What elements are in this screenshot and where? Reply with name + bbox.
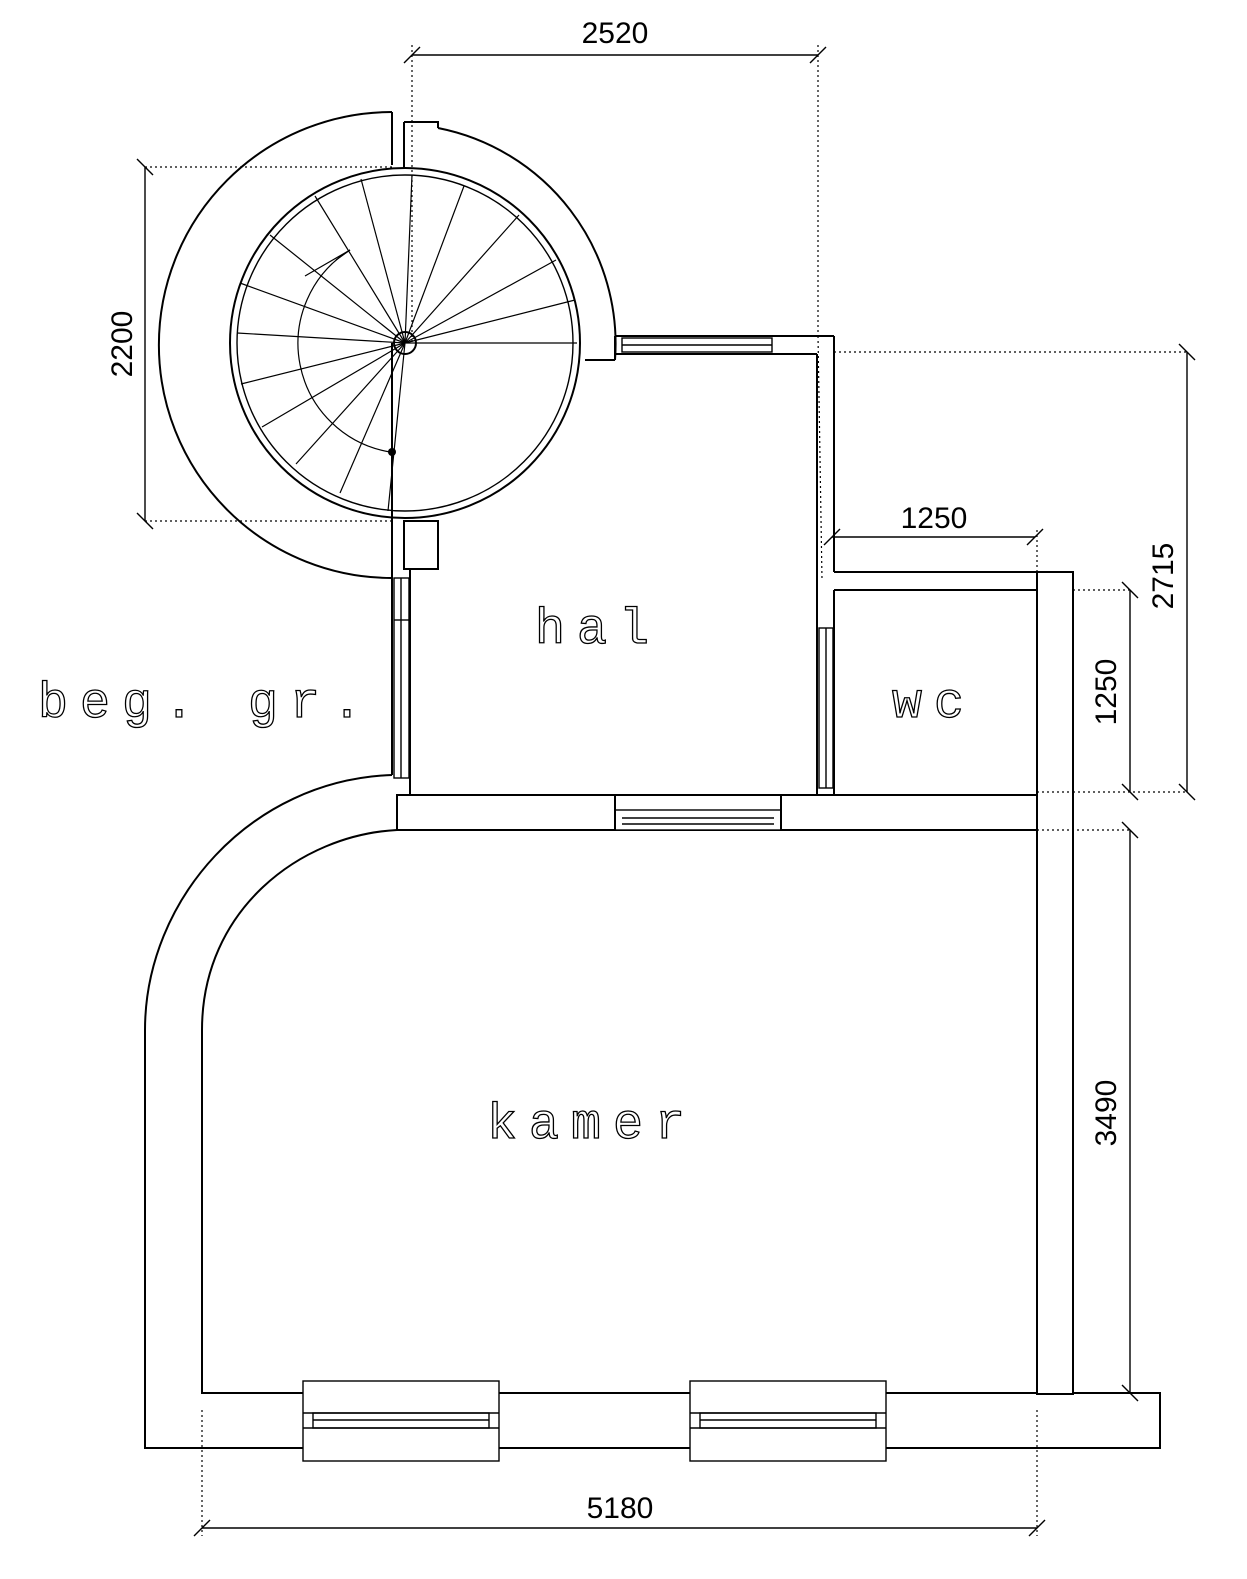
room-label-kamer: kamer bbox=[487, 1097, 697, 1154]
dim-top-width: 2520 bbox=[582, 17, 649, 50]
dim-stair-height: 2200 bbox=[106, 311, 139, 378]
spiral-staircase bbox=[158, 111, 617, 579]
dim-room-width: 5180 bbox=[587, 1492, 654, 1525]
dimension-lines bbox=[136, 45, 1196, 1537]
middle-wall bbox=[396, 794, 1038, 831]
dim-hall-height: 2715 bbox=[1147, 543, 1180, 610]
room-label-wc: wc bbox=[892, 676, 976, 733]
hall-walls bbox=[391, 335, 835, 795]
kamer-walls bbox=[144, 774, 1161, 1462]
dim-wc-height: 1250 bbox=[1090, 659, 1123, 726]
room-label-hal: hal bbox=[535, 602, 661, 659]
room-label-outside: beg. gr. bbox=[38, 676, 374, 733]
dim-wc-width: 1250 bbox=[901, 502, 968, 535]
dim-room-height: 3490 bbox=[1090, 1080, 1123, 1147]
